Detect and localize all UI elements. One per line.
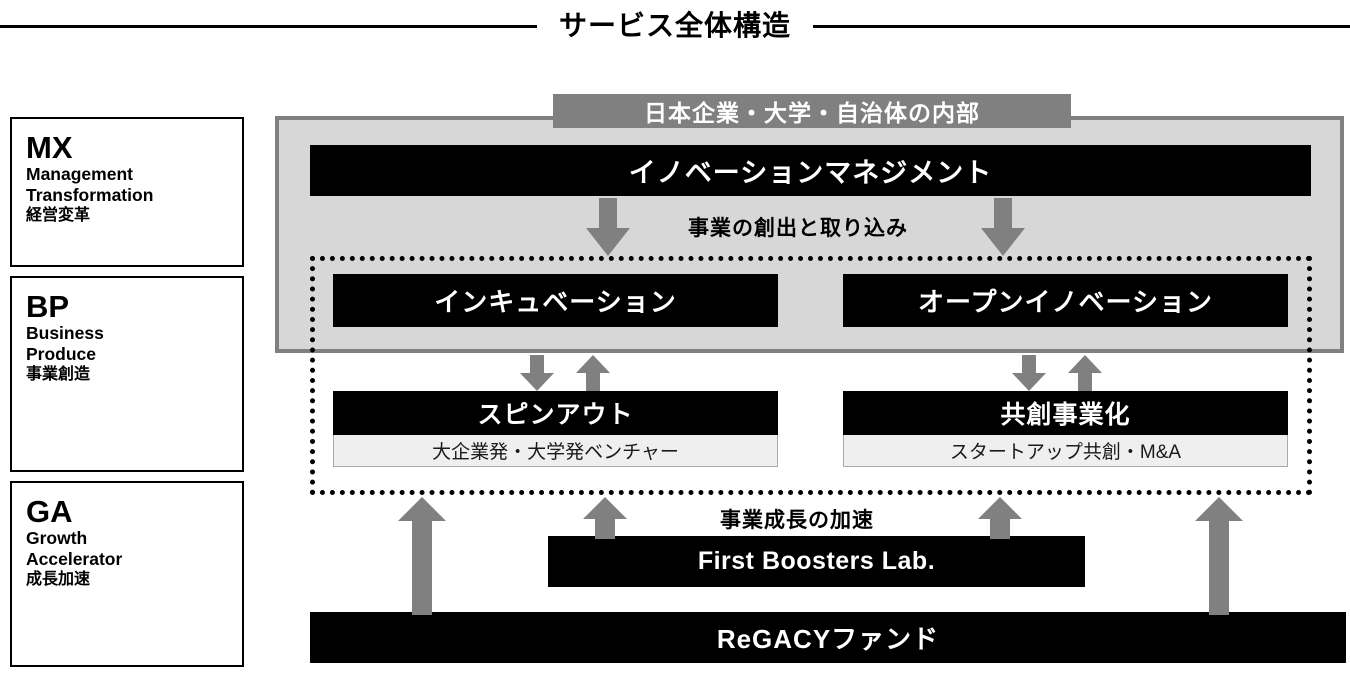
pillar-card-ga: GA Growth Accelerator 成長加速 [10,481,244,667]
pillar-en-line2: Produce [26,343,97,364]
arrow-down-icon [520,355,554,391]
outcome-card-spinout: スピンアウト 大企業発・大学発ベンチャー [333,391,778,467]
pillar-en-line2: Transformation [26,184,154,205]
pillar-en-line2: Accelerator [26,548,123,569]
arrow-up-icon [583,497,627,539]
pillar-en-line1: Business [26,323,104,344]
outcome-card-cocreation: 共創事業化 スタートアップ共創・M&A [843,391,1288,467]
pillar-en-line1: Management [26,164,133,185]
pillar-jp: 事業創造 [26,366,91,384]
regacy-fund-bar: ReGACYファンド [310,612,1346,663]
arrow-up-icon [398,497,446,615]
arrow-down-icon [981,198,1025,256]
arrow-down-icon [586,198,630,256]
outcome-subtitle: スタートアップ共創・M&A [843,435,1288,467]
pillar-card-mx: MX Management Transformation 経営変革 [10,117,244,267]
outcome-subtitle: 大企業発・大学発ベンチャー [333,435,778,467]
innovation-management-bar: イノベーションマネジメント [310,145,1311,196]
pillar-jp: 経営変革 [26,207,91,225]
pillar-en-line1: Growth [26,528,88,549]
business-creation-dotted-region [310,256,1312,495]
open-innovation-bar: オープンイノベーション [843,274,1288,327]
title-rule-right [813,24,1350,28]
incubation-bar: インキュベーション [333,274,778,327]
title-rule-left [0,24,537,28]
internal-org-panel-tag: 日本企業・大学・自治体の内部 [553,94,1071,128]
outcome-title: 共創事業化 [843,391,1288,435]
arrow-up-icon [1068,355,1102,391]
pillar-abbr: MX [26,130,73,165]
arrow-up-icon [576,355,610,391]
arrow-down-icon [1012,355,1046,391]
outcome-title: スピンアウト [333,391,778,435]
arrow-up-icon [1195,497,1243,615]
page-header: サービス全体構造 [0,0,1350,52]
caption-business-creation: 事業の創出と取り込み [688,217,908,240]
pillar-abbr: GA [26,494,73,529]
first-boosters-lab-bar: First Boosters Lab. [548,536,1085,587]
pillar-card-bp: BP Business Produce 事業創造 [10,276,244,472]
pillar-jp: 成長加速 [26,571,91,589]
arrow-up-icon [978,497,1022,539]
page-title: サービス全体構造 [559,10,792,41]
caption-business-growth: 事業成長の加速 [720,509,874,532]
pillar-abbr: BP [26,289,70,324]
